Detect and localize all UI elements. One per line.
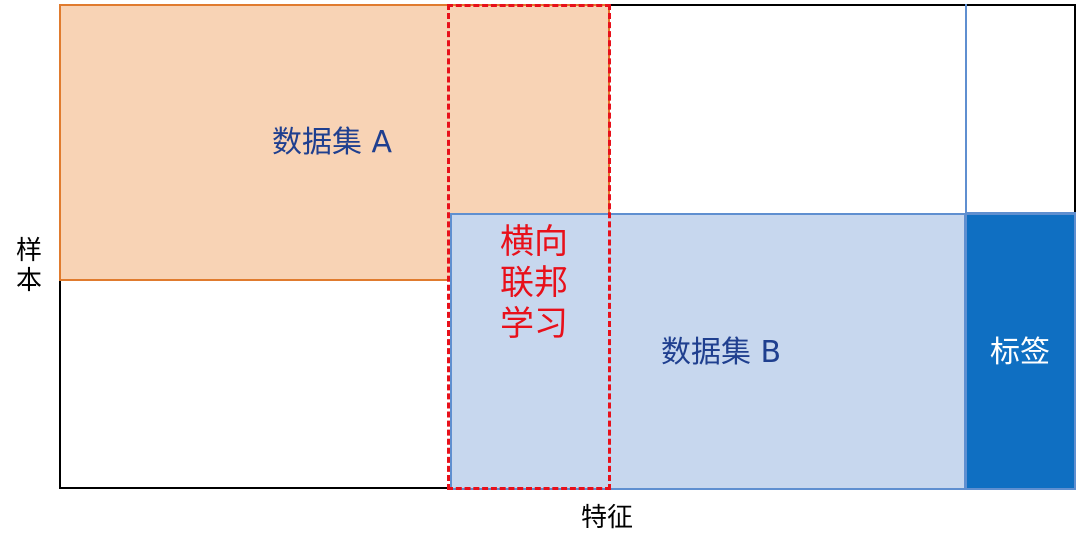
y-axis-label: 样本 [16,236,43,296]
x-axis-label: 特征 [581,503,634,533]
horizontal-fl-dashed-box [447,4,611,490]
horizontal-fl-label: 横向联邦学习 [500,222,568,344]
label-column-top-region [965,4,1076,214]
dataset-b-label: 数据集 B [661,335,782,370]
label-column-label: 标签 [990,335,1050,370]
dataset-a-label: 数据集 A [272,125,393,160]
dataset-b-block [450,213,966,490]
label-block [965,213,1076,490]
